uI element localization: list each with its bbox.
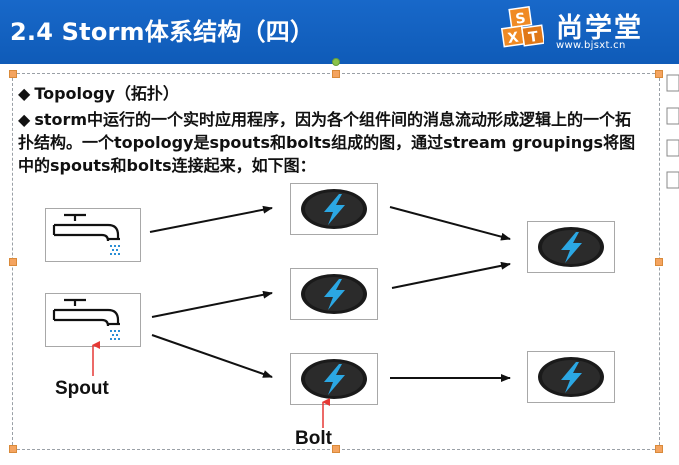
resize-handle[interactable]	[9, 70, 17, 78]
spout-node	[45, 293, 141, 347]
spout-node	[45, 208, 141, 262]
bullet-topology: ◆Topology（拓扑）	[18, 80, 179, 104]
bolt-node	[527, 351, 615, 403]
bullet-storm-description: ◆storm中运行的一个实时应用程序，因为各个组件间的消息流动形成逻辑上的一个拓…	[18, 108, 638, 177]
logo-url: www.bjsxt.cn	[556, 40, 626, 51]
lightning-bolt-icon	[301, 274, 367, 314]
logo-text: 尚学堂	[556, 13, 643, 44]
bolt-node	[527, 221, 615, 273]
bolt-node	[290, 353, 378, 405]
resize-handle[interactable]	[9, 445, 17, 453]
rotate-handle[interactable]	[332, 58, 340, 66]
bolt-label: Bolt	[295, 428, 332, 449]
bullet-text: Topology（拓扑）	[34, 84, 179, 103]
resize-handle[interactable]	[655, 70, 663, 78]
sxt-logo-icon: S X T	[500, 6, 544, 48]
slide-thumbnail-strip	[666, 74, 679, 189]
lightning-bolt-icon	[538, 357, 604, 397]
lightning-bolt-icon	[538, 227, 604, 267]
resize-handle[interactable]	[655, 445, 663, 453]
diamond-bullet-icon: ◆	[18, 110, 31, 129]
resize-handle[interactable]	[332, 70, 340, 78]
resize-handle[interactable]	[655, 258, 663, 266]
slide-header: 2.4 Storm体系结构（四） S X T 尚学堂 www.bjsxt.cn	[0, 0, 679, 64]
diamond-bullet-icon: ◆	[18, 84, 31, 103]
resize-handle[interactable]	[332, 445, 340, 453]
svg-text:X: X	[507, 30, 520, 47]
faucet-icon	[52, 298, 120, 340]
bullet-text: storm中运行的一个实时应用程序，因为各个组件间的消息流动形成逻辑上的一个拓扑…	[18, 110, 636, 175]
spout-label: Spout	[55, 378, 109, 399]
svg-text:T: T	[527, 29, 539, 46]
bolt-node	[290, 268, 378, 320]
lightning-bolt-icon	[301, 189, 367, 229]
svg-text:S: S	[514, 10, 526, 27]
lightning-bolt-icon	[301, 359, 367, 399]
slide-title: 2.4 Storm体系结构（四）	[10, 18, 315, 46]
faucet-icon	[52, 213, 120, 255]
bolt-node	[290, 183, 378, 235]
resize-handle[interactable]	[9, 258, 17, 266]
